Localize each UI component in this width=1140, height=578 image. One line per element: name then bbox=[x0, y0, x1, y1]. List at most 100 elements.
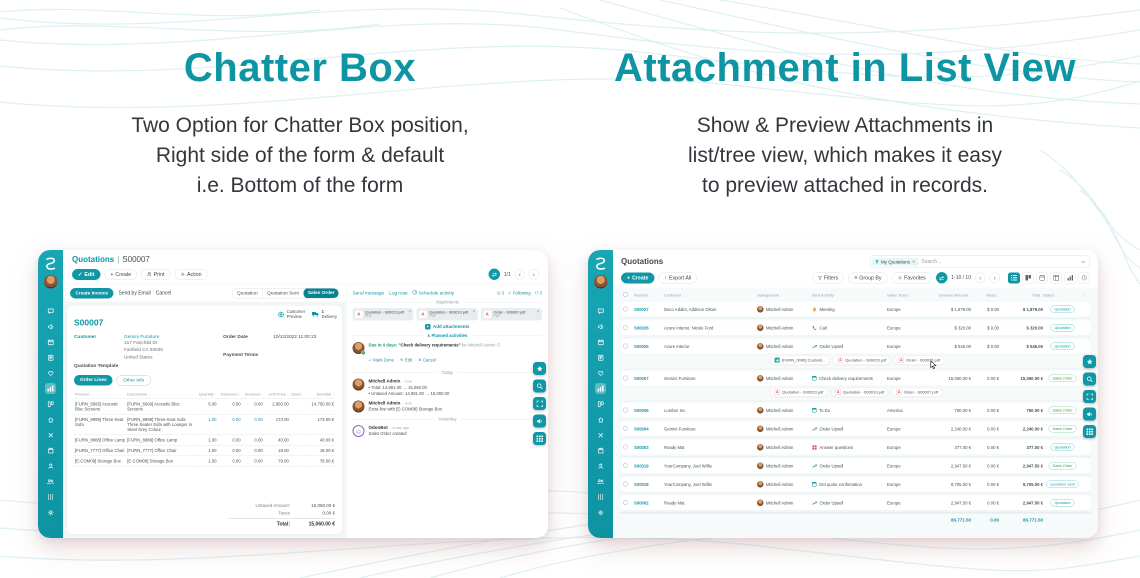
row-select-circle[interactable] bbox=[623, 407, 628, 413]
user-avatar[interactable] bbox=[593, 275, 608, 289]
order-line-row[interactable]: [FURN_8888] Office Lamp[FURN_8888] Offic… bbox=[74, 434, 335, 446]
column-header[interactable]: Number ↕ bbox=[634, 292, 652, 298]
search-bar[interactable]: My Quotations ✕ Search... bbox=[870, 255, 1090, 268]
column-header[interactable]: Delivered ↕ bbox=[220, 391, 241, 397]
home-icon[interactable] bbox=[45, 414, 56, 425]
quotation-number[interactable]: S00025 bbox=[634, 343, 649, 349]
group-by-button[interactable]: ≡ Group By bbox=[848, 272, 888, 284]
follower-count[interactable]: ⚇ 3 bbox=[534, 290, 542, 296]
log-note-link[interactable]: Log note bbox=[389, 290, 408, 296]
chip-actions[interactable]: ✕↓ bbox=[408, 310, 412, 318]
create-button[interactable]: + Create bbox=[621, 272, 655, 284]
view-graph-button[interactable] bbox=[1064, 272, 1076, 284]
favorites-button[interactable]: ☆ Favorites bbox=[891, 272, 932, 284]
view-calendar-button[interactable] bbox=[1036, 272, 1048, 284]
quotation-number[interactable]: S00006 bbox=[634, 407, 649, 413]
search-caret-icon[interactable] bbox=[1081, 260, 1086, 263]
print-button[interactable]: Print bbox=[141, 268, 171, 280]
view-activity-button[interactable] bbox=[1078, 272, 1090, 284]
quotation-number[interactable]: S00004 bbox=[634, 426, 649, 432]
next-activity-cell[interactable]: Check delivery requirements bbox=[812, 376, 887, 381]
row-select-circle[interactable] bbox=[623, 324, 628, 330]
view-pivot-button[interactable] bbox=[1050, 272, 1062, 284]
row-select-circle[interactable] bbox=[623, 499, 628, 505]
app-logo[interactable] bbox=[43, 256, 58, 271]
column-header[interactable]: Invoiced ↕ bbox=[244, 391, 263, 397]
row-select-circle[interactable] bbox=[623, 425, 628, 431]
column-header[interactable]: Salesperson ↕ bbox=[757, 292, 783, 298]
send-message-link[interactable]: Send message bbox=[352, 290, 385, 296]
tab-order-lines[interactable]: Order Lines bbox=[74, 374, 113, 386]
apps-icon[interactable] bbox=[595, 492, 606, 503]
view-kanban-button[interactable] bbox=[1022, 272, 1034, 284]
column-header[interactable]: Taxes bbox=[290, 391, 302, 397]
announce-quick-button[interactable] bbox=[1083, 407, 1096, 421]
column-header[interactable]: Status ↕ bbox=[1043, 292, 1058, 298]
next-activity-cell[interactable]: Get quote confirmation bbox=[812, 482, 887, 487]
favorites-icon[interactable] bbox=[595, 368, 606, 379]
next-activity-cell[interactable]: To Do bbox=[812, 408, 887, 413]
search-facet[interactable]: My Quotations ✕ bbox=[872, 257, 919, 266]
customer-value[interactable]: Gemini Furniture bbox=[124, 334, 160, 340]
attachment-chip[interactable]: ▲[FURN_0096] Customi... bbox=[770, 355, 831, 365]
breadcrumb-app[interactable]: Quotations bbox=[72, 255, 115, 265]
marketing-icon[interactable] bbox=[45, 321, 56, 332]
search-quick-button[interactable] bbox=[533, 379, 546, 393]
calendar-icon[interactable] bbox=[595, 337, 606, 348]
next-activity-cell[interactable]: Order Upsell bbox=[812, 344, 887, 349]
inventory-icon[interactable] bbox=[45, 445, 56, 456]
next-activity-cell[interactable]: Order Upsell bbox=[812, 463, 887, 468]
announce-quick-button[interactable] bbox=[533, 414, 546, 428]
switch-view-button[interactable]: ⇄ bbox=[935, 272, 948, 284]
column-header[interactable]: Customer ↕ bbox=[664, 292, 685, 298]
expand-quick-button[interactable] bbox=[533, 397, 546, 410]
point-of-sale-icon[interactable] bbox=[45, 430, 56, 441]
switch-view-button[interactable]: ⇄ bbox=[488, 268, 501, 280]
quotation-number[interactable]: S00019 bbox=[634, 463, 649, 469]
inventory-icon[interactable] bbox=[595, 445, 606, 456]
quotation-number[interactable]: S00027 bbox=[634, 306, 649, 312]
cancel-button[interactable]: Cancel bbox=[155, 290, 172, 297]
next-activity-cell[interactable]: Call bbox=[812, 325, 887, 330]
user-avatar[interactable] bbox=[43, 275, 58, 289]
filters-button[interactable]: Filters bbox=[811, 272, 845, 284]
notes-icon[interactable] bbox=[595, 352, 606, 363]
calendar-icon[interactable] bbox=[45, 337, 56, 348]
next-activity-cell[interactable]: Order Upsell bbox=[812, 426, 887, 431]
message-count[interactable]: ⊙ 3 bbox=[496, 290, 504, 296]
search-quick-button[interactable] bbox=[1083, 372, 1096, 386]
order-line-row[interactable]: [FURN_6666] Acoustic Bloc Screens[FURN_6… bbox=[74, 398, 335, 415]
apps-quick-button[interactable] bbox=[533, 432, 546, 445]
discuss-icon[interactable] bbox=[45, 306, 56, 317]
mark-done-link[interactable]: ✓ Mark Done bbox=[368, 357, 395, 363]
schedule-activity-link[interactable]: Schedule activity bbox=[412, 290, 454, 296]
row-select-circle[interactable] bbox=[623, 462, 628, 468]
column-header[interactable]: Sales Team ↕ bbox=[887, 292, 911, 298]
stage-sales-order[interactable]: Sales Order bbox=[302, 288, 339, 298]
send-by-email-button[interactable]: Send by Email bbox=[118, 290, 151, 297]
edit-button[interactable]: ✓ Edit bbox=[72, 268, 101, 280]
row-select-circle[interactable] bbox=[623, 343, 628, 349]
chip-actions[interactable]: ✕↓ bbox=[472, 310, 476, 318]
apps-quick-button[interactable] bbox=[1083, 425, 1096, 438]
kanban-icon[interactable] bbox=[45, 399, 56, 410]
expand-quick-button[interactable] bbox=[1083, 390, 1096, 403]
point-of-sale-icon[interactable] bbox=[595, 430, 606, 441]
action-button[interactable]: Action bbox=[174, 268, 208, 280]
sales-icon[interactable] bbox=[45, 383, 56, 394]
column-header[interactable]: Description ↕ bbox=[127, 391, 151, 397]
contacts-icon[interactable] bbox=[45, 461, 56, 472]
stage-quotation-sent[interactable]: Quotation Sent bbox=[262, 288, 303, 298]
create-invoice-button[interactable]: Create Invoice bbox=[70, 288, 114, 299]
